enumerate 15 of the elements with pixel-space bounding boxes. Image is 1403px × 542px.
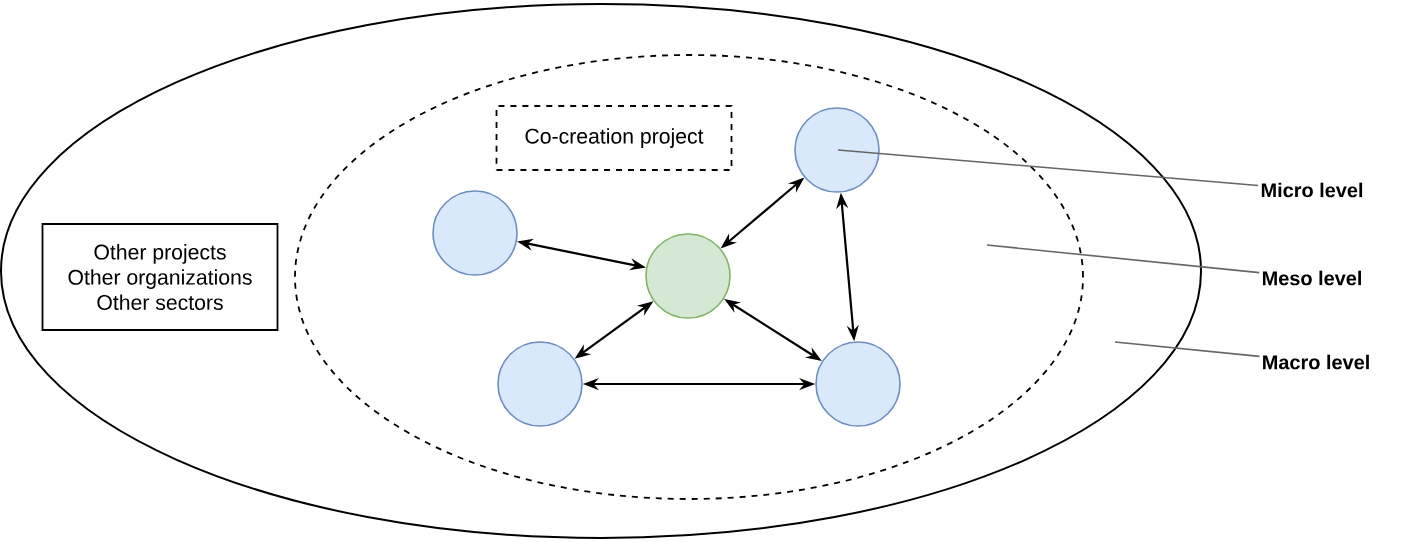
leader-line [986, 244, 1261, 274]
level-label: Micro level [1261, 182, 1363, 198]
circle-node [815, 341, 901, 427]
dashed-ellipse [294, 54, 1084, 500]
leader-line [1114, 341, 1261, 358]
text-box: Other projects Other organizations Other sectors [41, 223, 279, 331]
circle-node [432, 190, 518, 276]
circle-node [497, 341, 583, 427]
leader-line [837, 149, 1259, 187]
label-box: Co-creation project [495, 105, 733, 171]
level-label: Meso level [1262, 270, 1361, 286]
level-label: Macro level [1263, 354, 1369, 370]
outer-ellipse [0, 3, 1202, 539]
circle-node [794, 107, 880, 193]
circle-node [645, 233, 731, 319]
